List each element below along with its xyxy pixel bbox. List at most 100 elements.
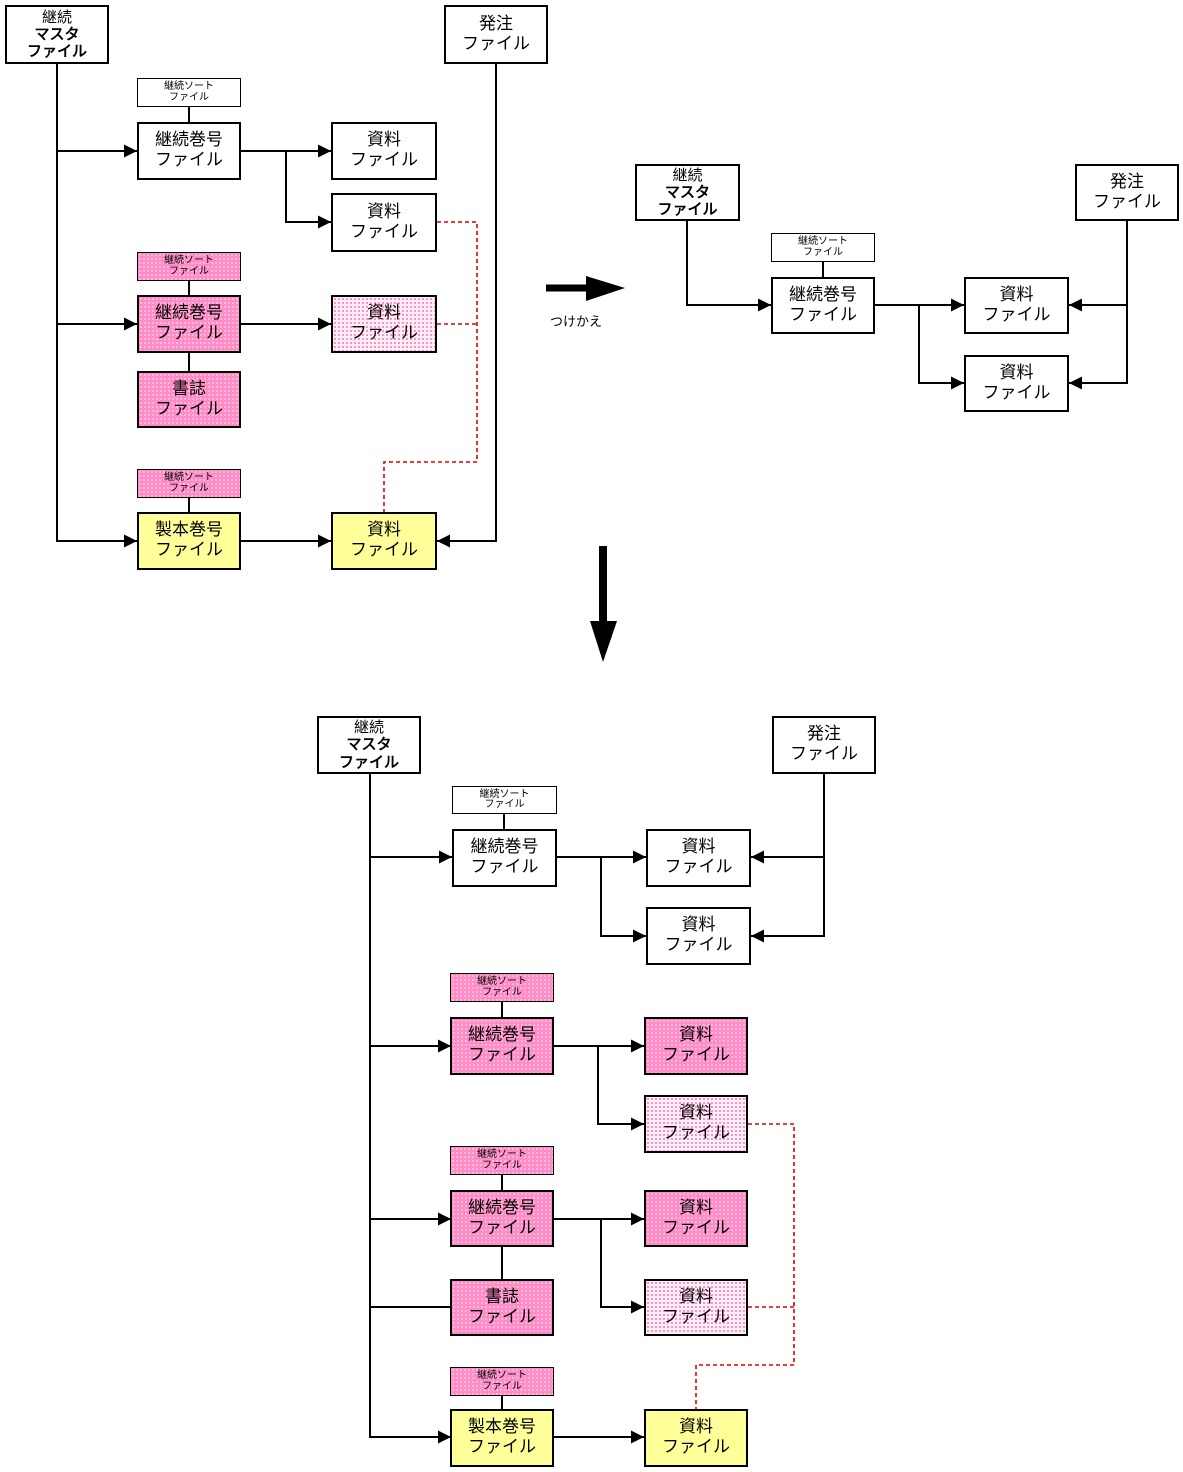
box-line: 書誌 <box>172 378 206 399</box>
binding-volume-file: 製本巻号 ファイル <box>450 1409 554 1467</box>
box-line: ファイル <box>482 1159 522 1171</box>
box-line: 発注 <box>1110 171 1144 192</box>
diagram-1-connectors <box>56 64 497 548</box>
box-line: 資料 <box>679 1197 713 1218</box>
serial-volume-file: 継続巻号 ファイル <box>771 277 875 334</box>
box-line: 継続巻号 <box>468 1025 536 1046</box>
serial-volume-file: 継続巻号 ファイル <box>452 829 557 887</box>
material-file: 資料 ファイル <box>331 295 437 353</box>
bibliographic-file: 書誌 ファイル <box>137 371 241 428</box>
box-line: 資料 <box>367 130 401 151</box>
material-file: 資料 ファイル <box>331 512 437 570</box>
serial-master-file: 継続 マスタ ファイル <box>635 164 740 221</box>
serial-master-file: 継続 マスタ ファイル <box>5 5 109 64</box>
box-line: ファイル <box>484 799 525 810</box>
box-line: ファイル <box>155 323 223 343</box>
box-line: ファイル <box>482 1380 522 1392</box>
box-line: ファイル <box>657 200 718 219</box>
box-line: ファイル <box>790 744 858 764</box>
box-line: ファイル <box>468 1045 536 1065</box>
diagram-1-dashed-links <box>383 221 478 512</box>
box-line: 継続巻号 <box>155 130 223 151</box>
box-line: 継続 <box>672 165 703 184</box>
material-file: 資料 ファイル <box>331 193 437 252</box>
box-line: マスタ <box>34 24 80 43</box>
box-line: 資料 <box>679 1025 713 1046</box>
box-line: ファイル <box>169 265 209 277</box>
box-line: ファイル <box>338 752 399 771</box>
serial-sort-file: 継続ソート ファイル <box>137 252 241 281</box>
serial-volume-file: 継続巻号 ファイル <box>137 295 241 353</box>
box-line: ファイル <box>468 1437 536 1457</box>
box-line: ファイル <box>982 382 1051 403</box>
box-line: ファイル <box>803 246 843 258</box>
box-line: ファイル <box>350 150 418 170</box>
bibliographic-file: 書誌 ファイル <box>450 1279 554 1336</box>
material-file: 資料 ファイル <box>644 1017 748 1075</box>
diagram-3-dashed-links <box>695 1123 795 1409</box>
box-line: 継続巻号 <box>789 284 857 305</box>
box-line: ファイル <box>468 1217 536 1238</box>
order-file: 発注 ファイル <box>772 716 876 774</box>
material-file: 資料 ファイル <box>646 907 751 965</box>
material-file: 資料 ファイル <box>331 122 437 180</box>
box-line: 継続ソート <box>164 255 214 266</box>
box-line: ファイル <box>169 482 209 494</box>
serial-sort-file: 継続ソート ファイル <box>771 233 875 262</box>
box-line: ファイル <box>169 91 209 103</box>
order-file: 発注 ファイル <box>1075 164 1179 221</box>
box-line: ファイル <box>662 1306 730 1327</box>
box-line: 継続ソート <box>798 236 848 247</box>
box-line: 資料 <box>679 1103 713 1124</box>
serial-sort-file: 継続ソート ファイル <box>450 1367 554 1396</box>
box-line: 継続ソート <box>164 81 214 92</box>
box-line: ファイル <box>662 1437 730 1457</box>
transition-arrow-right <box>546 276 625 301</box>
box-line: 継続ソート <box>164 472 214 483</box>
box-line: 継続ソート <box>477 976 527 987</box>
box-line: ファイル <box>1093 191 1161 212</box>
box-line: 資料 <box>367 520 401 541</box>
material-file: 資料 ファイル <box>644 1190 748 1247</box>
box-line: ファイル <box>462 33 530 54</box>
box-line: ファイル <box>155 540 223 560</box>
box-line: ファイル <box>482 986 522 998</box>
box-line: ファイル <box>350 221 418 242</box>
serial-sort-file: 継続ソート ファイル <box>450 1146 554 1175</box>
box-line: 継続巻号 <box>155 303 223 324</box>
box-line: ファイル <box>468 1306 536 1327</box>
serial-volume-file: 継続巻号 ファイル <box>450 1017 554 1075</box>
box-line: 発注 <box>479 13 513 34</box>
box-line: 継続ソート <box>479 788 530 800</box>
box-line: 資料 <box>679 1417 713 1438</box>
box-line: 発注 <box>807 724 841 745</box>
box-line: 資料 <box>681 837 716 858</box>
serial-sort-file: 継続ソート ファイル <box>452 786 557 814</box>
box-line: ファイル <box>470 857 539 877</box>
box-line: ファイル <box>662 1045 730 1065</box>
box-line: 継続ソート <box>477 1149 527 1160</box>
box-line: 資料 <box>999 284 1034 305</box>
diagram-2-connectors <box>686 221 1128 390</box>
serial-master-file: 継続 マスタ ファイル <box>317 716 421 774</box>
box-line: 継続 <box>353 718 384 737</box>
box-line: ファイル <box>155 398 223 419</box>
box-line: 継続ソート <box>477 1370 527 1381</box>
replace-label: つけかえ <box>550 315 603 330</box>
box-line: マスタ <box>346 735 392 754</box>
box-line: 資料 <box>367 201 401 222</box>
serial-sort-file: 継続ソート ファイル <box>137 78 241 107</box>
box-line: 製本巻号 <box>155 520 223 541</box>
box-line: ファイル <box>664 935 733 955</box>
box-line: ファイル <box>789 304 857 325</box>
box-line: 書誌 <box>485 1286 519 1307</box>
box-line: マスタ <box>664 182 710 201</box>
box-line: ファイル <box>662 1123 730 1143</box>
material-file: 資料 ファイル <box>644 1409 748 1467</box>
diagram-3-connectors <box>369 774 825 1444</box>
box-line: 資料 <box>681 915 716 936</box>
box-line: ファイル <box>662 1217 730 1238</box>
box-line: 継続巻号 <box>470 837 539 858</box>
